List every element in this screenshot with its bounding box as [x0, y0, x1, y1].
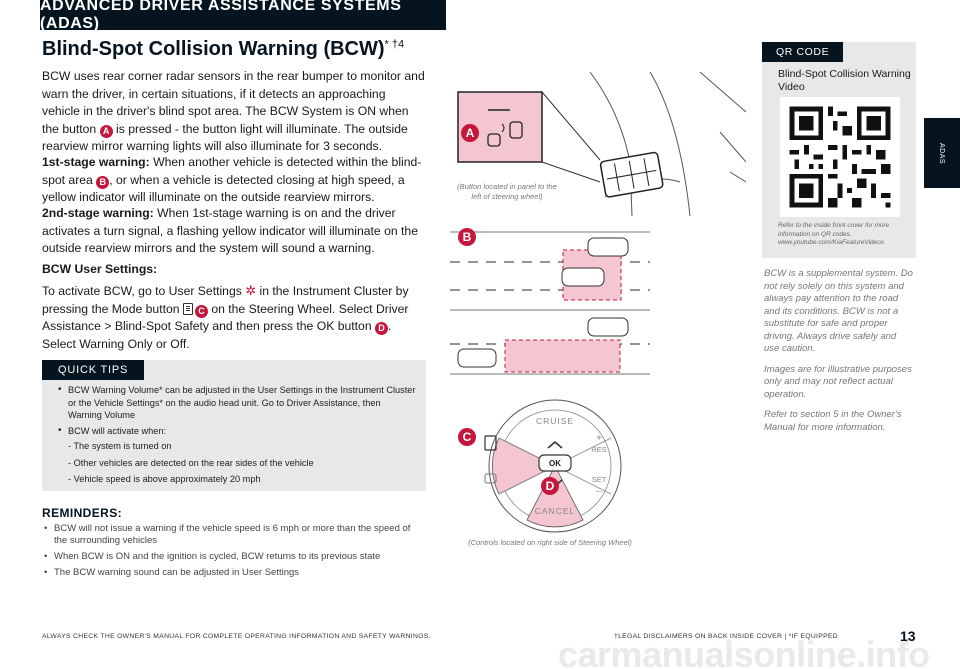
qr-note: Refer to the inside front cover for more…: [778, 222, 890, 246]
quick-tip-subitem: - Vehicle speed is above approximately 2…: [68, 474, 261, 484]
page-title: Blind-Spot Collision Warning (BCW)* †4: [42, 38, 404, 61]
qr-code-image[interactable]: [780, 97, 900, 217]
ok-button-outline: [538, 454, 572, 472]
quick-tip-item: BCW will activate when:: [56, 425, 416, 438]
footer-disclaimer: ALWAYS CHECK THE OWNER'S MANUAL FOR COMP…: [42, 633, 431, 640]
ok-button-label: OK: [549, 459, 561, 468]
mode-icon: [484, 435, 497, 451]
watermark: carmanualsonline.info: [558, 634, 930, 669]
side-tab-label: ADAS: [938, 142, 946, 164]
side-notes: BCW is a supplemental system. Do not rel…: [764, 268, 914, 442]
quick-tip-subitem: - The system is turned on: [68, 441, 172, 451]
badge-d-diagram: D: [546, 479, 555, 493]
badge-c-diagram: C: [463, 430, 472, 444]
gear-icon: ✲: [245, 283, 257, 298]
reminder-item: BCW will not issue a warning if the vehi…: [42, 523, 426, 547]
intro-text-end: is pressed - the button light will illum…: [42, 121, 408, 154]
side-note: Images are for illustrative purposes onl…: [764, 363, 912, 400]
page-title-text: Blind-Spot Collision Warning (BCW): [42, 38, 385, 60]
steering-controls-diagram: CRUISE + RES OK SET — CANCEL C D: [458, 399, 622, 533]
badge-b-diagram: B: [463, 230, 472, 244]
reminders-list: BCW will not issue a warning if the vehi…: [42, 523, 426, 583]
qr-label: QR CODE: [762, 42, 844, 62]
qr-panel: QR CODE Blind-Spot Collision Warning Vid…: [762, 42, 916, 258]
set-label: SET: [592, 475, 607, 484]
badge-a-diagram: A: [466, 126, 475, 140]
settings-text-3: on the Steering Wheel. Select Driver Ass…: [42, 301, 409, 334]
badge-d: D: [375, 322, 388, 335]
badge-c: C: [194, 304, 208, 318]
res-label: RES: [591, 445, 606, 454]
blind-spot-road-diagram: B: [450, 228, 650, 375]
bcw-button-diagram: A: [450, 72, 746, 216]
reminder-item: The BCW warning sound can be adjusted in…: [42, 567, 426, 579]
chevron-up-icon: [547, 440, 563, 449]
section-header: ADVANCED DRIVER ASSISTANCE SYSTEMS (ADAS…: [40, 0, 446, 32]
side-tab: ADAS: [924, 118, 960, 188]
stage1-label: 1st-stage warning:: [42, 155, 150, 169]
intro-text: BCW uses rear corner radar sensors in th…: [42, 69, 425, 136]
footer-legal: †LEGAL DISCLAIMERS ON BACK INSIDE COVER …: [614, 633, 838, 640]
badge-a: A: [99, 124, 113, 138]
stage2-label: 2nd-stage warning:: [42, 206, 154, 220]
quick-tips-list: BCW Warning Volume* can be adjusted in t…: [56, 384, 416, 490]
reminders-heading: REMINDERS:: [42, 506, 123, 520]
qr-title: Blind-Spot Collision Warning Video: [778, 68, 911, 93]
minus-label: —: [596, 488, 603, 495]
stage1-paragraph: 1st-stage warning: When another vehicle …: [42, 154, 426, 207]
intro-paragraph: BCW uses rear corner radar sensors in th…: [42, 68, 426, 156]
button-caption: (Button located in panel to the left of …: [457, 182, 557, 201]
reminder-item: When BCW is ON and the ignition is cycle…: [42, 551, 426, 563]
stage2-paragraph: 2nd-stage warning: When 1st-stage warnin…: [42, 205, 426, 258]
settings-paragraph: To activate BCW, go to User Settings ✲ i…: [42, 282, 426, 353]
mode-button-icon: [182, 302, 193, 315]
title-marks: * †4: [384, 38, 405, 51]
quick-tip-subitem: - Other vehicles are detected on the rea…: [68, 457, 314, 468]
quick-tip-item: BCW Warning Volume* can be adjusted in t…: [56, 384, 416, 422]
page-number: 13: [900, 628, 916, 644]
settings-heading: BCW User Settings:: [42, 262, 158, 276]
bcw-car-icon: [509, 121, 523, 139]
vehicle-icons: [457, 237, 629, 368]
section-header-label: ADVANCED DRIVER ASSISTANCE SYSTEMS (ADAS…: [40, 0, 402, 32]
badge-b: B: [96, 175, 110, 189]
settings-text-2: in the Instrument Cluster by pressing th…: [42, 284, 409, 316]
controls-caption: (Controls located on right side of Steer…: [468, 538, 632, 547]
cancel-label: CANCEL: [535, 506, 575, 516]
stage1-text: When another vehicle is detected within …: [42, 155, 422, 187]
cruise-label: CRUISE: [536, 416, 574, 426]
driving-assist-icon: [484, 473, 497, 484]
stage2-text: When 1st-stage warning is on and the dri…: [42, 206, 418, 255]
side-note: BCW is a supplemental system. Do not rel…: [764, 268, 913, 354]
settings-text-1: To activate BCW, go to User Settings: [42, 284, 242, 298]
stage1-text-end: , or when a vehicle is detected closing …: [42, 172, 405, 205]
settings-text-4: . Select Warning Only or Off.: [42, 319, 392, 351]
quick-tips-panel: QUICK TIPS BCW Warning Volume* can be ad…: [42, 360, 426, 491]
side-note: Refer to section 5 in the Owner's Manual…: [764, 409, 902, 433]
plus-label: +: [596, 433, 602, 444]
quick-tips-label: QUICK TIPS: [42, 360, 145, 380]
